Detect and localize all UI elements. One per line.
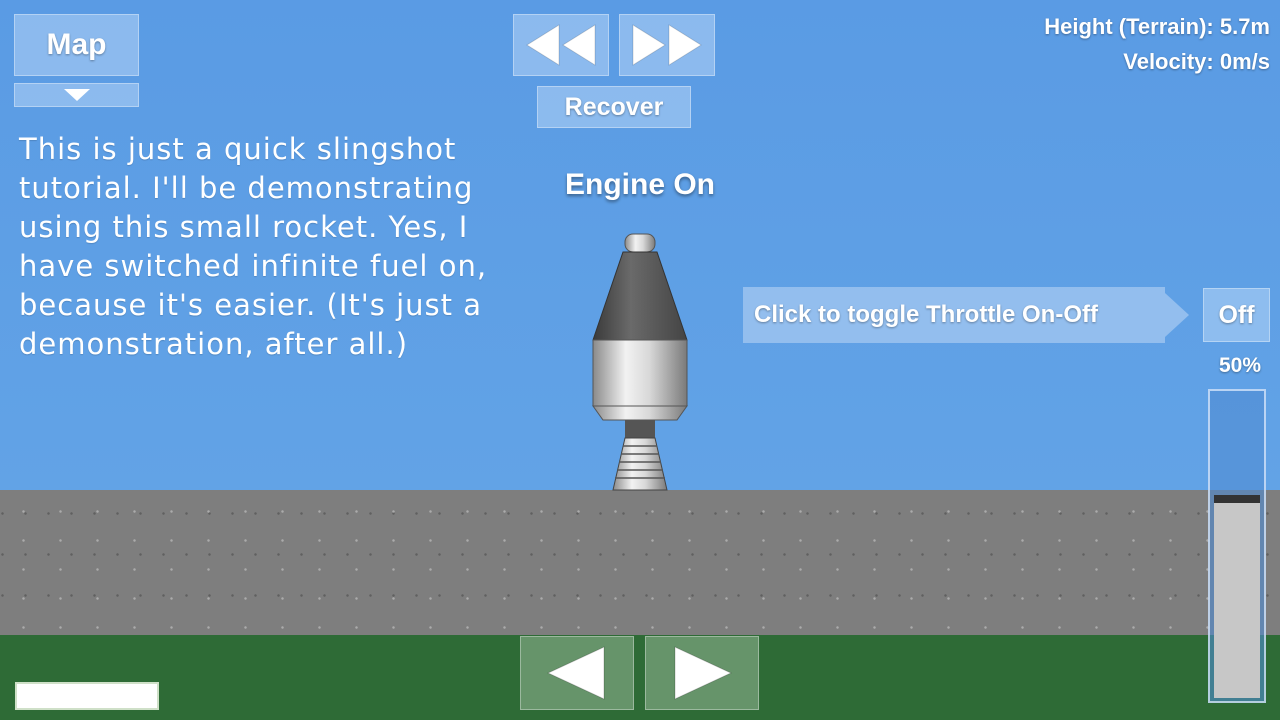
triangle-left-icon: [546, 646, 605, 700]
rocket-capsule: [592, 251, 688, 341]
rocket-engine-mount: [625, 420, 655, 438]
throttle-slider[interactable]: [1208, 389, 1266, 703]
height-readout: Height (Terrain): 5.7m: [1044, 14, 1270, 40]
rocket[interactable]: [585, 232, 695, 492]
velocity-readout: Velocity: 0m/s: [1123, 49, 1270, 75]
rotate-left-button[interactable]: [520, 636, 634, 710]
triangle-down-icon: [63, 89, 90, 101]
ground-terrain: [0, 490, 1280, 636]
fast-forward-button[interactable]: [619, 14, 715, 76]
recover-button-label: Recover: [564, 92, 664, 121]
rocket-engine-nozzle: [612, 437, 668, 491]
throttle-tooltip-text: Click to toggle Throttle On-Off: [754, 301, 1098, 328]
recover-button[interactable]: Recover: [537, 86, 691, 128]
map-button[interactable]: Map: [14, 14, 139, 76]
throttle-toggle-label: Off: [1218, 300, 1255, 329]
height-label: Height (Terrain):: [1044, 14, 1220, 39]
double-triangle-left-icon: [526, 24, 596, 66]
rocket-fuel-tank: [592, 339, 688, 407]
throttle-toggle-button[interactable]: Off: [1203, 288, 1270, 342]
throttle-fill: [1214, 503, 1260, 698]
tutorial-text: This is just a quick slingshot tutorial.…: [19, 132, 488, 361]
rotate-right-button[interactable]: [645, 636, 759, 710]
rocket-nose-tip: [624, 233, 656, 253]
map-expand-button[interactable]: [14, 83, 139, 107]
height-value: 5.7m: [1219, 14, 1270, 39]
grass-strip: [0, 635, 1280, 720]
map-button-label: Map: [46, 28, 107, 61]
engine-status-label: Engine On: [565, 168, 715, 201]
rewind-button[interactable]: [513, 14, 609, 76]
double-triangle-right-icon: [632, 24, 702, 66]
velocity-value: 0m/s: [1219, 49, 1270, 74]
fuel-gauge: [15, 682, 159, 710]
rocket-tank-bottom: [592, 405, 688, 421]
throttle-percent-label: 50%: [1218, 354, 1262, 377]
throttle-tooltip: Click to toggle Throttle On-Off: [743, 287, 1165, 343]
throttle-handle[interactable]: [1214, 495, 1260, 503]
velocity-label: Velocity:: [1123, 49, 1220, 74]
throttle-tooltip-arrow: [1165, 293, 1189, 337]
triangle-right-icon: [674, 646, 733, 700]
